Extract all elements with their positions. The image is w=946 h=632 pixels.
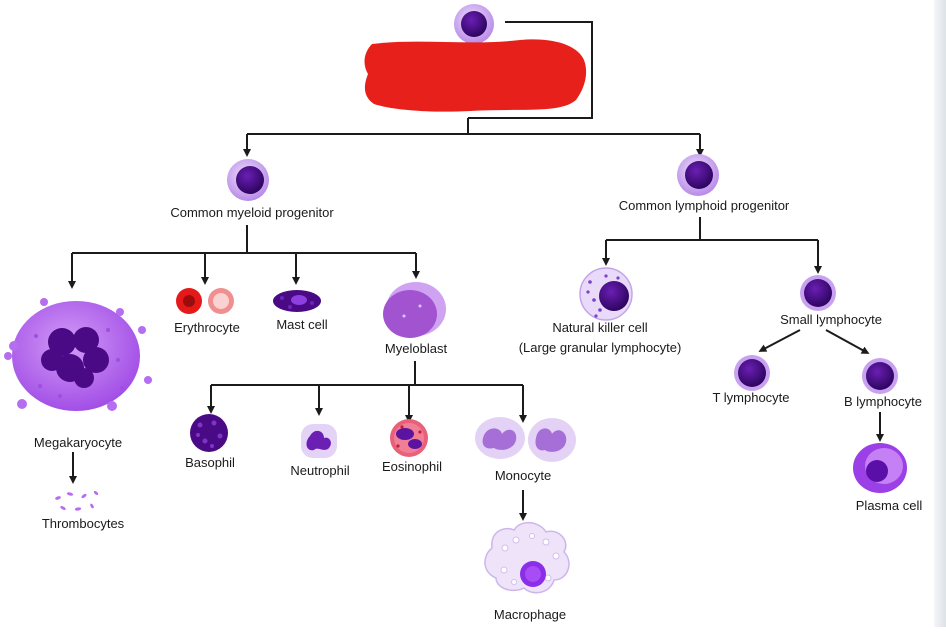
label-common-lymphoid-progenitor: Common lymphoid progenitor (618, 198, 790, 213)
monocyte-cells (475, 417, 576, 462)
window-edge (934, 0, 946, 627)
label-monocyte: Monocyte (494, 468, 552, 483)
label-thrombocytes: Thrombocytes (41, 516, 125, 531)
mast-cell (273, 290, 321, 312)
neutrophil-cell (301, 424, 337, 458)
label-megakaryocyte: Megakaryocyte (33, 435, 123, 450)
basophil-cell (190, 414, 228, 452)
stem-loop-line (468, 21, 593, 119)
label-macrophage: Macrophage (493, 607, 567, 622)
arrow-to-t-lymphocyte (758, 329, 801, 352)
common-myeloid-progenitor-cell (227, 159, 269, 201)
label-small-lymphocyte: Small lymphocyte (780, 312, 882, 327)
megakaryocyte-cell (4, 298, 152, 411)
redaction-mark (364, 39, 587, 112)
thrombocytes-cells (55, 491, 99, 511)
label-natural-killer-cell: Natural killer cell (552, 320, 648, 335)
myeloblast-cell (383, 282, 446, 338)
label-neutrophil: Neutrophil (290, 463, 350, 478)
label-eosinophil: Eosinophil (382, 459, 442, 474)
connector-lines (68, 21, 884, 521)
natural-killer-cell (579, 267, 633, 321)
label-t-lymphocyte: T lymphocyte (712, 390, 790, 405)
b-lymphocyte-cell (862, 358, 898, 394)
small-lymphocyte-cell (800, 275, 836, 311)
label-basophil: Basophil (185, 455, 235, 470)
common-lymphoid-progenitor-cell (677, 154, 719, 196)
label-natural-killer-cell-subtitle: (Large granular lymphocyte) (518, 340, 682, 355)
eosinophil-cell (390, 419, 428, 457)
erythrocyte-cells (176, 288, 234, 314)
t-lymphocyte-cell (734, 355, 770, 391)
label-mast-cell: Mast cell (276, 317, 328, 332)
macrophage-cell (484, 521, 570, 594)
arrow-to-b-lymphocyte (825, 329, 870, 354)
label-myeloblast: Myeloblast (384, 341, 448, 356)
label-b-lymphocyte: B lymphocyte (843, 394, 923, 409)
stem-cell (454, 4, 494, 44)
label-plasma-cell: Plasma cell (855, 498, 923, 513)
plasma-cell (853, 443, 907, 493)
label-erythrocyte: Erythrocyte (174, 320, 240, 335)
label-common-myeloid-progenitor: Common myeloid progenitor (170, 205, 334, 220)
